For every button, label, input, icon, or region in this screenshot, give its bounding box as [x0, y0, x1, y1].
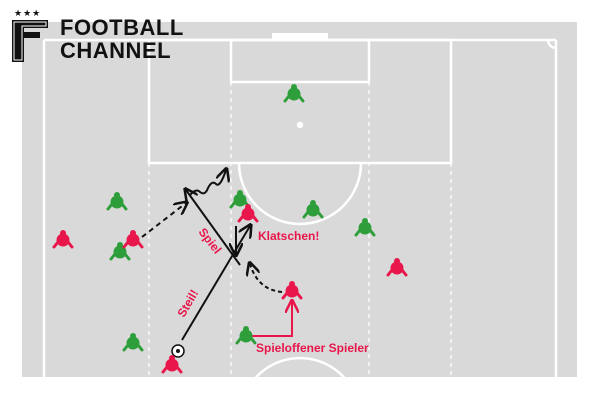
- support-run-arrow: [250, 264, 283, 293]
- player-green: [235, 326, 257, 345]
- player-red: [52, 230, 74, 249]
- player-red: [237, 204, 259, 223]
- player-green: [122, 333, 144, 352]
- player-green: [283, 84, 305, 103]
- goal: [272, 33, 328, 40]
- logo-line-1: FOOTBALL: [60, 15, 184, 40]
- logo-line-2: CHANNEL: [60, 38, 172, 63]
- players-layer: [52, 84, 408, 374]
- player-red: [122, 230, 144, 249]
- brand-logo: ★★★ FOOTBALL CHANNEL: [8, 8, 198, 64]
- dribble-arrow: [189, 170, 226, 196]
- player-red: [386, 258, 408, 277]
- logo-stars: ★★★: [14, 8, 42, 18]
- player-red: [161, 355, 183, 374]
- label-klatschen: Klatschen!: [258, 229, 319, 243]
- highlight-arrow: [244, 302, 292, 337]
- pitch-surface: [22, 22, 577, 377]
- ball: [171, 344, 185, 358]
- player-green: [109, 242, 131, 261]
- run-arrow: [141, 203, 186, 238]
- label-spieloffener-spieler: Spieloffener Spieler: [256, 341, 369, 355]
- player-green: [106, 192, 128, 211]
- logo-mark-icon: [12, 20, 48, 62]
- player-red: [281, 281, 303, 300]
- player-green: [302, 200, 324, 219]
- pass-arrows: [141, 170, 283, 341]
- penalty-spot: [296, 121, 304, 129]
- player-green: [354, 218, 376, 237]
